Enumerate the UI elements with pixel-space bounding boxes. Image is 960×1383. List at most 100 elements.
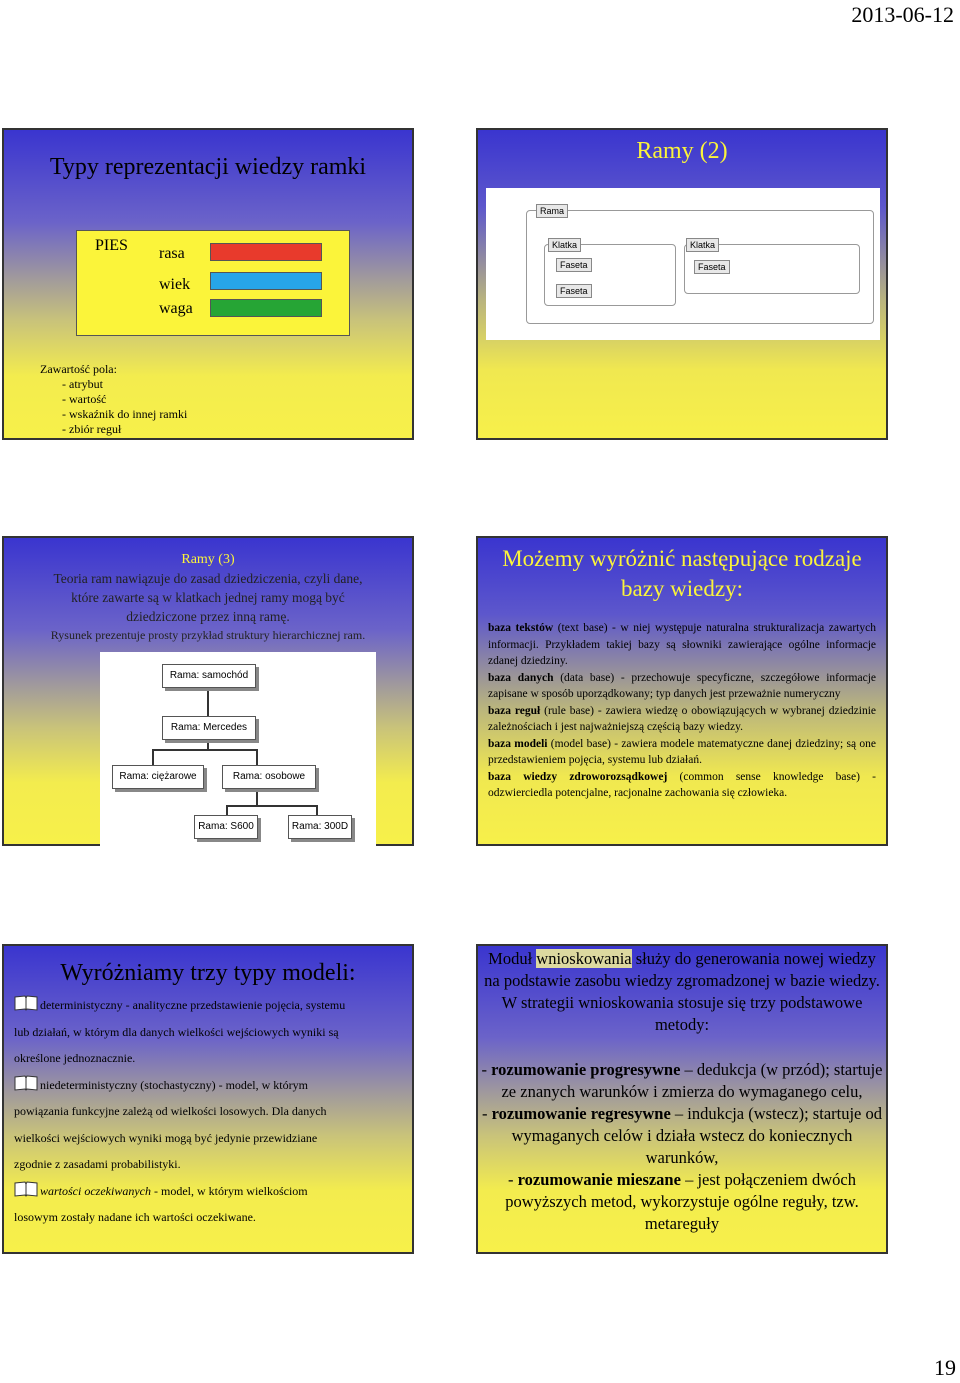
- knowledge-base-list: baza tekstów (text base) - w niej występ…: [488, 620, 876, 802]
- term: wnioskowania: [536, 949, 632, 968]
- connector-line: [256, 792, 258, 806]
- page-number: 19: [934, 1355, 956, 1380]
- header-date: 2013-06-12: [851, 2, 954, 27]
- list-item: - atrybut: [62, 377, 103, 391]
- slide-knowledge-bases: Możemy wyróżnić następujące rodzaje bazy…: [476, 536, 888, 846]
- tree-node: Rama: samochód: [162, 664, 256, 688]
- slide-frames-2: Ramy (2) Rama Klatka Faseta Faseta Klatk…: [476, 128, 888, 440]
- slide-inference-module: Moduł wnioskowania służy do generowania …: [476, 944, 888, 1254]
- slide-frames-3: Ramy (3) Teoria ram nawiązuje do zasad d…: [2, 536, 414, 846]
- book-icon: [14, 995, 38, 1011]
- term: rozumowanie regresywne: [491, 1104, 671, 1123]
- slide-title: Wyróżniamy trzy typy modeli:: [60, 960, 356, 986]
- attribute-label: wiek: [159, 276, 191, 293]
- facet-tag: Faseta: [694, 260, 730, 274]
- text: - model, w którym wielkościom: [150, 1183, 308, 1198]
- term: wartości oczekiwanych: [40, 1183, 151, 1198]
- list-item: Zawartość pola:: [40, 362, 117, 376]
- slide-title: Ramy (2): [636, 138, 728, 164]
- connector-line: [207, 686, 209, 716]
- term: rozumowanie mieszane: [517, 1170, 681, 1189]
- attribute-bar: [210, 243, 322, 261]
- text: służy do generowania nowej wiedzy na pod…: [484, 949, 880, 1034]
- list-item: baza wiedzy zdroworozsądkowej (common se…: [488, 769, 876, 802]
- slide-model-types: Wyróżniamy trzy typy modeli: determinist…: [2, 944, 414, 1254]
- definition: (data base) - przechowuje specyficzne, s…: [488, 671, 877, 701]
- slide-frame-types: Typy reprezentacji wiedzy ramki PIES ras…: [2, 128, 414, 440]
- slot-tag: Klatka: [548, 238, 582, 252]
- title-line: Możemy wyróżnić następujące rodzaje: [502, 546, 862, 571]
- list-item: - rozumowanie progresywne – dedukcja (w …: [481, 1060, 883, 1101]
- model-list: deterministyczny - analityczne przedstaw…: [14, 992, 406, 1231]
- slide-title: Ramy (3): [181, 552, 235, 567]
- slide-title: Typy reprezentacji wiedzy ramki: [49, 154, 367, 180]
- list-item: deterministyczny - analityczne przedstaw…: [14, 992, 406, 1072]
- attribute-label: rasa: [159, 245, 185, 262]
- connector-line: [226, 805, 228, 815]
- text: – jest połączeniem dwóch powyższych meto…: [505, 1170, 859, 1211]
- text: zgodnie z zasadami probabilistyki.: [14, 1157, 181, 1171]
- list-item: baza tekstów (text base) - w niej występ…: [488, 620, 876, 670]
- list-item: niedeterministyczny (stochastyczny) - mo…: [14, 1072, 406, 1178]
- frame-box: PIES rasa wiek waga: [76, 230, 350, 336]
- slot-tag: Klatka: [686, 238, 720, 252]
- text-line: które zawarte są w klatkach jednej ramy …: [71, 590, 345, 605]
- title-line: bazy wiedzy:: [621, 576, 743, 601]
- attribute-bar: [210, 272, 322, 290]
- list-item: baza reguł (rule base) - zawiera wiedzę …: [488, 703, 876, 736]
- list-item: - rozumowanie mieszane – jest połączenie…: [505, 1170, 859, 1233]
- text: wielkości wejściowych wyniki mogą być je…: [14, 1130, 318, 1145]
- frame-outline: [526, 210, 874, 324]
- text: – dedukcja (w przód); startuje ze znanyc…: [501, 1060, 883, 1101]
- connector-line: [226, 805, 318, 807]
- list-item: baza modeli (model base) - zawiera model…: [488, 736, 876, 769]
- tree-node: Rama: S600: [194, 815, 258, 839]
- term: baza danych: [488, 671, 554, 684]
- list-item: - zbiór reguł: [62, 422, 122, 436]
- text-line: Teoria ram nawiązuje do zasad dziedzicze…: [53, 571, 363, 586]
- text: powiązania funkcyjne zależą od wielkości…: [14, 1104, 327, 1118]
- list-item: baza danych (data base) - przechowuje sp…: [488, 670, 876, 703]
- connector-line: [152, 749, 258, 751]
- connector-line: [316, 805, 318, 815]
- attribute-label: waga: [159, 300, 193, 317]
- slot-outline: [544, 244, 676, 306]
- text-line: Rysunek prezentuje prosty przykład struk…: [50, 628, 366, 642]
- term: rozumowanie progresywne: [491, 1060, 681, 1079]
- text: metareguły: [644, 1214, 720, 1233]
- connector-line: [152, 749, 154, 765]
- field-contents-list: Zawartość pola: - atrybut - wartość - ws…: [40, 362, 187, 437]
- methods-list: - rozumowanie progresywne – dedukcja (w …: [480, 1059, 884, 1235]
- list-item: - wartość: [62, 392, 107, 406]
- term: baza modeli: [488, 737, 548, 750]
- frame-hierarchy-diagram: Rama: samochód Rama: Mercedes Rama: cięż…: [100, 652, 376, 846]
- text: deterministyczny - analityczne przedstaw…: [40, 998, 346, 1012]
- definition: (common sense knowledge base) - odzwierc…: [488, 770, 876, 800]
- facet-tag: Faseta: [556, 284, 592, 298]
- definition: (model base) - zawiera modele matematycz…: [488, 737, 876, 767]
- frame-diagram: Rama Klatka Faseta Faseta Klatka Faseta: [486, 188, 880, 340]
- slot-outline: [684, 244, 860, 294]
- text-line: dziedziczone przez inną ramę.: [126, 609, 290, 624]
- facet-tag: Faseta: [556, 258, 592, 272]
- text: losowym zostały nadane ich wartości ocze…: [14, 1210, 256, 1224]
- slide-text: Ramy (3) Teoria ram nawiązuje do zasad d…: [12, 550, 404, 645]
- book-icon: [14, 1180, 38, 1197]
- text: – indukcja (wstecz); startuje od wymagan…: [511, 1104, 883, 1167]
- list-item: - wskaźnik do innej ramki: [62, 407, 188, 421]
- connector-line: [207, 738, 209, 750]
- tree-node: Rama: osobowe: [222, 765, 316, 789]
- frame-tag: Rama: [536, 204, 569, 218]
- definition: (rule base) - zawiera wiedzę o obowiązuj…: [488, 704, 876, 734]
- text: określone jednoznacznie.: [14, 1051, 136, 1065]
- definition: (text base) - w niej występuje naturalna…: [488, 622, 876, 667]
- connector-line: [256, 749, 258, 765]
- term: baza reguł: [488, 704, 541, 717]
- term: baza tekstów: [488, 622, 554, 634]
- attribute-bar: [210, 299, 322, 317]
- intro-paragraph: Moduł wnioskowania służy do generowania …: [480, 948, 884, 1036]
- frame-name: PIES: [95, 237, 128, 254]
- term: baza wiedzy zdroworozsądkowej: [488, 770, 668, 783]
- tree-node: Rama: Mercedes: [162, 716, 256, 740]
- book-icon: [14, 1074, 38, 1091]
